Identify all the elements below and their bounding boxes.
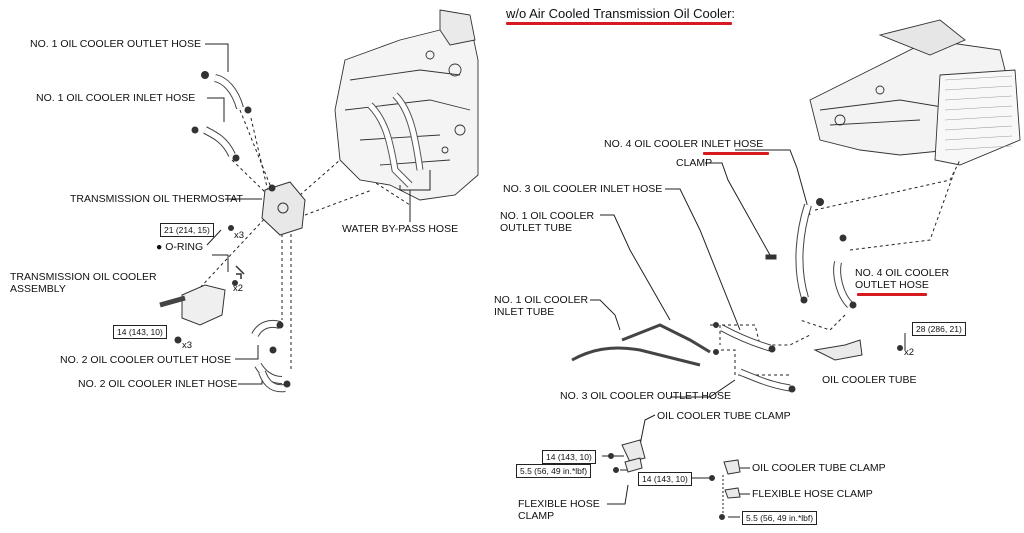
label-no3-inlet-hose: NO. 3 OIL COOLER INLET HOSE bbox=[503, 183, 663, 195]
torque-spec-thermostat: 21 (214, 15) bbox=[160, 223, 214, 237]
label-no4-outlet-hose-line2: OUTLET HOSE bbox=[855, 279, 929, 291]
torque-spec-clamp-c: 14 (143, 10) bbox=[638, 472, 692, 486]
qty-x2-oring: x2 bbox=[233, 283, 244, 294]
label-no1-outlet-tube-line1: NO. 1 OIL COOLER bbox=[500, 210, 595, 222]
label-no2-outlet-hose: NO. 2 OIL COOLER OUTLET HOSE bbox=[60, 354, 231, 366]
oring-dot-icon: ● bbox=[156, 241, 166, 253]
qty-x3-thermostat: x3 bbox=[234, 230, 245, 241]
diagram-title: w/o Air Cooled Transmission Oil Cooler: bbox=[506, 6, 736, 21]
label-no1-outlet-tube-line2: OUTLET TUBE bbox=[500, 222, 572, 234]
label-water-bypass-hose: WATER BY-PASS HOSE bbox=[342, 223, 459, 235]
torque-spec-clamp-b: 5.5 (56, 49 in.*lbf) bbox=[516, 464, 592, 478]
label-no3-outlet-hose: NO. 3 OIL COOLER OUTLET HOSE bbox=[560, 390, 731, 402]
torque-spec-cooler: 14 (143, 10) bbox=[113, 325, 167, 339]
label-tube-clamp-top: OIL COOLER TUBE CLAMP bbox=[657, 410, 791, 422]
label-oil-cooler-tube: OIL COOLER TUBE bbox=[822, 374, 917, 386]
label-no2-inlet-hose: NO. 2 OIL COOLER INLET HOSE bbox=[78, 378, 238, 390]
qty-x2-tube: x2 bbox=[904, 347, 915, 358]
label-clamp: CLAMP bbox=[676, 157, 713, 169]
label-no1-inlet-tube-line1: NO. 1 OIL COOLER bbox=[494, 294, 589, 306]
label-thermostat: TRANSMISSION OIL THERMOSTAT bbox=[70, 193, 243, 205]
label-flex-hose-clamp-right: FLEXIBLE HOSE CLAMP bbox=[752, 488, 873, 500]
torque-spec-clamp-a: 14 (143, 10) bbox=[542, 450, 596, 464]
label-flex-hose-clamp-line1: FLEXIBLE HOSE bbox=[518, 498, 600, 510]
label-no4-outlet-hose-line1: NO. 4 OIL COOLER bbox=[855, 267, 950, 279]
label-oring: ● O-RING bbox=[156, 241, 204, 253]
label-cooler-assembly-line1: TRANSMISSION OIL COOLER bbox=[10, 271, 157, 283]
label-no4-inlet-hose: NO. 4 OIL COOLER INLET HOSE bbox=[604, 138, 764, 150]
label-no1-inlet-tube-line2: INLET TUBE bbox=[494, 306, 555, 318]
label-no1-inlet-hose: NO. 1 OIL COOLER INLET HOSE bbox=[36, 92, 196, 104]
highlight-no4-outlet-hose bbox=[857, 293, 927, 296]
qty-x3-cooler: x3 bbox=[182, 340, 193, 351]
torque-spec-clamp-d: 5.5 (56, 49 in.*lbf) bbox=[742, 511, 818, 525]
label-tube-clamp-right: OIL COOLER TUBE CLAMP bbox=[752, 462, 886, 474]
torque-spec-tube: 28 (286, 21) bbox=[912, 322, 966, 336]
highlight-no4-inlet-hose bbox=[703, 152, 769, 155]
label-flex-hose-clamp-line2: CLAMP bbox=[518, 510, 555, 522]
title-underline bbox=[506, 22, 732, 25]
label-no1-outlet-hose: NO. 1 OIL COOLER OUTLET HOSE bbox=[30, 38, 201, 50]
label-cooler-assembly-line2: ASSEMBLY bbox=[10, 283, 66, 295]
